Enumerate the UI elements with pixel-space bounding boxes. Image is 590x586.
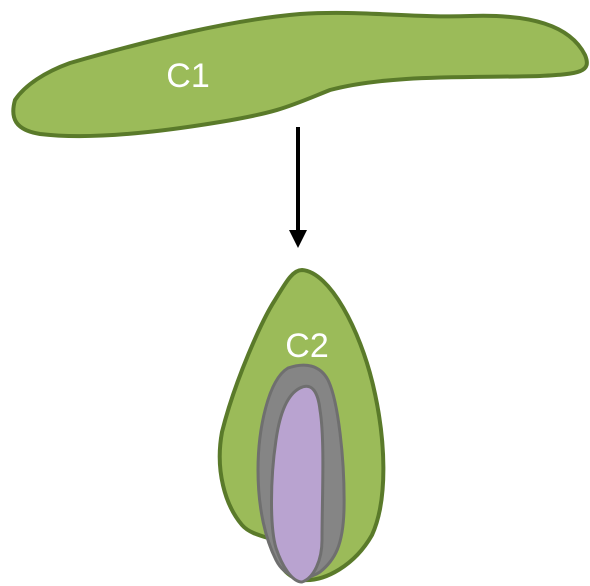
arrow-head xyxy=(289,230,307,248)
c1-shape-group: C1 xyxy=(13,13,587,136)
c1-label: C1 xyxy=(166,57,209,95)
c2-label: C2 xyxy=(285,327,328,365)
c2-shape-group: C2 xyxy=(220,270,384,582)
down-arrow xyxy=(289,127,307,248)
c1-shape xyxy=(13,13,587,136)
